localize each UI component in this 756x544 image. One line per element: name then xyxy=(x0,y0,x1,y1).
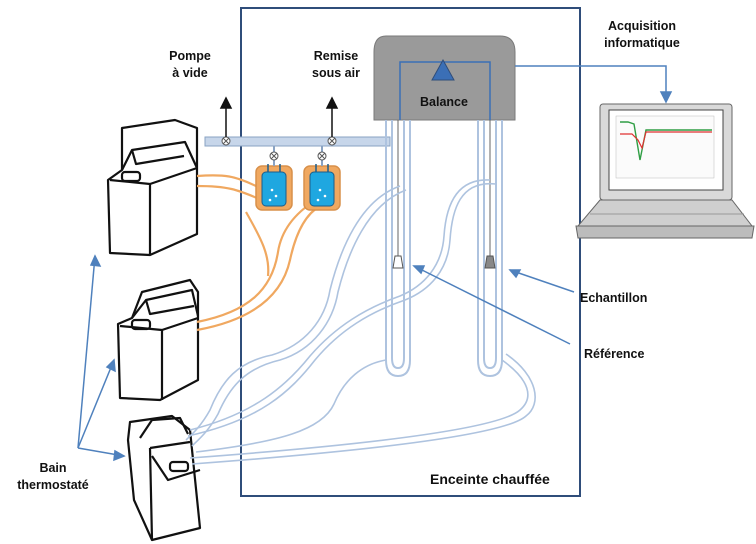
pompe-label-line1: Pompe xyxy=(169,49,211,63)
heated-enclosure xyxy=(240,7,581,497)
vacuum-manifold-pipe xyxy=(204,136,391,147)
pompe-label-line2: à vide xyxy=(172,66,208,80)
pointer-arrows xyxy=(412,265,575,345)
remise-label: Remise sous air xyxy=(294,48,378,82)
bain-label: Bain thermostaté xyxy=(6,460,100,494)
balance-inner-frame xyxy=(399,61,491,120)
bain-label-line2: thermostaté xyxy=(17,478,89,492)
reference-label: Référence xyxy=(584,347,645,361)
thermostat-bath-top xyxy=(106,118,199,257)
flask-left xyxy=(255,164,293,211)
enceinte-label: Enceinte chauffée xyxy=(430,471,550,487)
bain-pointer-arrows xyxy=(77,254,126,462)
balance-label: Balance xyxy=(420,95,468,109)
outlet-arrows xyxy=(219,96,339,137)
thermostat-hoses xyxy=(185,179,536,465)
orange-tubes xyxy=(196,174,321,332)
u-tubes xyxy=(385,120,503,378)
acquisition-label: Acquisition informatique xyxy=(584,18,700,52)
thermostat-bath-middle xyxy=(116,278,200,402)
valve-icons xyxy=(221,136,337,161)
thermostat-bath-bottom xyxy=(126,414,202,542)
reference-crucible xyxy=(392,255,404,269)
remise-label-line2: sous air xyxy=(312,66,360,80)
pompe-label: Pompe à vide xyxy=(148,48,232,82)
echantillon-label: Echantillon xyxy=(580,291,648,305)
balance-triangle-icon xyxy=(431,58,455,81)
flask-connectors xyxy=(273,146,323,166)
suspension-wires xyxy=(397,120,491,256)
flask-right xyxy=(303,164,341,211)
acquisition-connector xyxy=(515,65,673,104)
sample-crucible xyxy=(484,255,496,269)
remise-label-line1: Remise xyxy=(313,49,359,63)
computer-icon xyxy=(575,103,755,239)
bain-label-line1: Bain xyxy=(39,461,67,475)
acquisition-label-line2: informatique xyxy=(604,36,680,50)
acquisition-label-line1: Acquisition xyxy=(607,19,677,33)
